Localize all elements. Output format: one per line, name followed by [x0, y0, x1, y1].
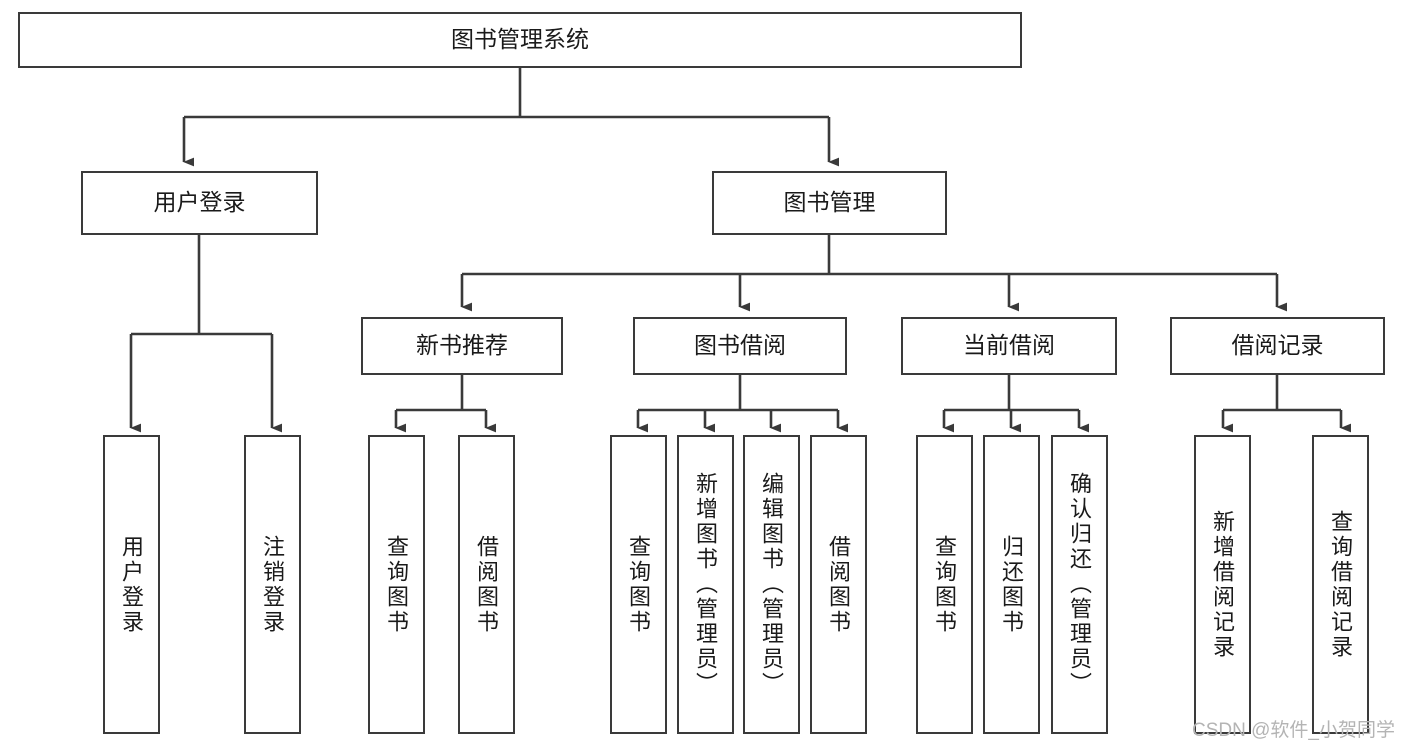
node-leaf-query-book-1[interactable]: 查询图书: [368, 435, 425, 734]
node-borrow-record-label: 借阅记录: [1231, 332, 1324, 359]
node-book-manage-label: 图书管理: [783, 189, 876, 216]
node-leaf-borrow-book-2-label: 借阅图书: [826, 534, 852, 635]
node-leaf-add-record[interactable]: 新增借阅记录: [1194, 435, 1251, 734]
node-leaf-edit-book-label: 编辑图书（管理员）: [759, 472, 785, 697]
node-leaf-query-record[interactable]: 查询借阅记录: [1312, 435, 1369, 734]
node-leaf-borrow-book-2[interactable]: 借阅图书: [810, 435, 867, 734]
node-leaf-add-book[interactable]: 新增图书（管理员）: [677, 435, 734, 734]
node-user-login[interactable]: 用户登录: [81, 171, 318, 235]
node-current-borrow[interactable]: 当前借阅: [901, 317, 1117, 375]
node-root-label: 图书管理系统: [451, 26, 589, 53]
node-leaf-query-book-2-label: 查询图书: [626, 534, 652, 635]
node-leaf-edit-book[interactable]: 编辑图书（管理员）: [743, 435, 800, 734]
node-leaf-logout-label: 注销登录: [260, 534, 286, 635]
node-root[interactable]: 图书管理系统: [18, 12, 1022, 68]
node-leaf-return-book[interactable]: 归还图书: [983, 435, 1040, 734]
node-leaf-query-record-label: 查询借阅记录: [1328, 509, 1354, 660]
node-leaf-query-book-2[interactable]: 查询图书: [610, 435, 667, 734]
csdn-watermark: CSDN @软件_小贺同学: [1192, 720, 1395, 741]
node-user-login-label: 用户登录: [153, 189, 246, 216]
node-leaf-borrow-book-1-label: 借阅图书: [474, 534, 500, 635]
node-leaf-add-book-label: 新增图书（管理员）: [693, 472, 719, 697]
node-new-book-rec[interactable]: 新书推荐: [361, 317, 563, 375]
node-book-borrow[interactable]: 图书借阅: [633, 317, 847, 375]
node-leaf-query-book-3[interactable]: 查询图书: [916, 435, 973, 734]
node-borrow-record[interactable]: 借阅记录: [1170, 317, 1385, 375]
node-leaf-add-record-label: 新增借阅记录: [1210, 509, 1236, 660]
node-current-borrow-label: 当前借阅: [963, 332, 1055, 359]
node-leaf-confirm-return-label: 确认归还（管理员）: [1067, 472, 1093, 697]
node-leaf-query-book-1-label: 查询图书: [384, 534, 410, 635]
node-leaf-user-login[interactable]: 用户登录: [103, 435, 160, 734]
node-leaf-confirm-return[interactable]: 确认归还（管理员）: [1051, 435, 1108, 734]
node-leaf-query-book-3-label: 查询图书: [932, 534, 958, 635]
node-leaf-logout[interactable]: 注销登录: [244, 435, 301, 734]
node-leaf-return-book-label: 归还图书: [999, 534, 1025, 635]
node-book-borrow-label: 图书借阅: [694, 332, 786, 359]
node-book-manage[interactable]: 图书管理: [712, 171, 947, 235]
node-leaf-user-login-label: 用户登录: [119, 534, 145, 635]
node-new-book-rec-label: 新书推荐: [416, 332, 508, 359]
node-leaf-borrow-book-1[interactable]: 借阅图书: [458, 435, 515, 734]
